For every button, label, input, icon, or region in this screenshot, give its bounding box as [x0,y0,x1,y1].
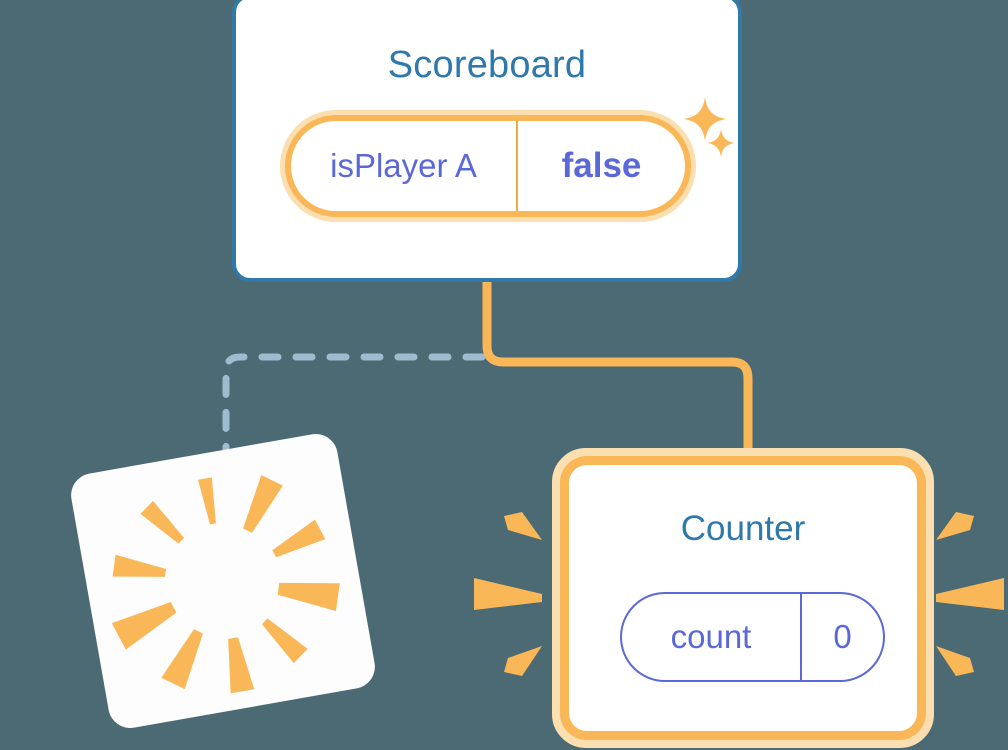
ghost-card[interactable] [67,430,379,732]
ghost-card-burst-rays [111,475,340,694]
connector-solid-path [482,280,753,470]
sparkle-small-icon [707,129,735,157]
counter-pill-value: 0 [833,618,852,655]
sparkle-large-icon [683,97,727,141]
scoreboard-state-pill[interactable]: isPlayer A false [280,110,696,222]
scoreboard-pill-key: isPlayer A [291,121,518,211]
counter-state-pill[interactable]: count 0 [620,592,885,682]
scoreboard-pill-value: false [561,146,642,185]
counter-title: Counter [680,509,806,548]
counter-card[interactable]: Counter count 0 [560,456,926,740]
scoreboard-title: Scoreboard [387,44,587,86]
counter-pill-key: count [622,594,802,680]
scoreboard-card[interactable]: Scoreboard isPlayer A false [232,0,742,282]
counter-burst-rays-left [474,512,542,676]
counter-burst-rays-right [936,512,1004,676]
scoreboard-pill-glow-ring [280,110,696,222]
scoreboard-pill-body[interactable]: isPlayer A false [285,115,691,217]
